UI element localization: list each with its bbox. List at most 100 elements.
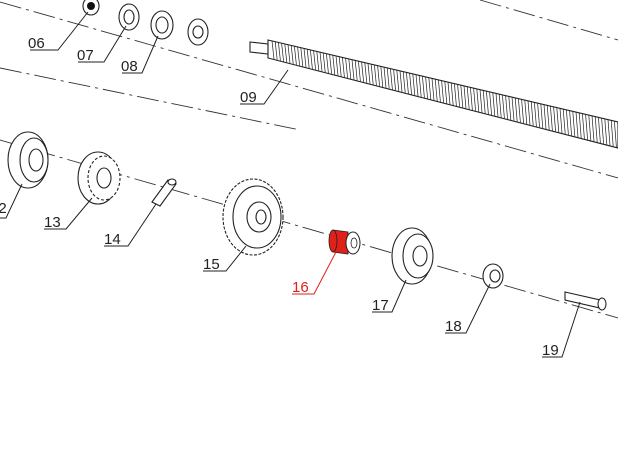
- thread-line: [322, 52, 326, 73]
- thread-line: [569, 110, 572, 136]
- thread-line: [514, 97, 518, 122]
- part-09-lead-screw[interactable]: [249, 39, 618, 149]
- thread-line: [444, 81, 448, 104]
- thread-line: [367, 63, 371, 84]
- thread-line: [377, 65, 380, 87]
- label-12: 12: [0, 200, 7, 217]
- part-07-washer[interactable]: [118, 3, 140, 31]
- leader-12: [0, 183, 23, 219]
- thread-line: [418, 75, 422, 97]
- leader-14: [104, 203, 157, 247]
- part-15-spur-gear[interactable]: [222, 178, 284, 256]
- thread-line: [604, 118, 608, 145]
- thread-line: [351, 59, 355, 80]
- thread-line: [582, 113, 585, 139]
- thread-line: [594, 116, 598, 143]
- thread-line: [284, 43, 288, 63]
- label-13: 13: [44, 214, 61, 231]
- thread-line: [578, 112, 582, 139]
- axis-top-right: [479, 0, 618, 41]
- thread-line: [412, 73, 416, 96]
- thread-line: [300, 47, 304, 67]
- thread-line: [537, 103, 540, 128]
- thread-line: [502, 94, 505, 119]
- label-08: 08: [121, 58, 138, 75]
- part-16-bushing-highlighted[interactable]: [328, 229, 361, 255]
- thread-line: [316, 51, 320, 71]
- part-18-washer[interactable]: [482, 263, 504, 289]
- label-16: 16: [292, 279, 309, 296]
- thread-line: [546, 105, 550, 130]
- thread-line: [415, 74, 419, 97]
- thread-line: [466, 86, 470, 110]
- thread-line: [358, 61, 361, 82]
- thread-line: [511, 97, 515, 121]
- part-19-bolt[interactable]: [564, 291, 607, 311]
- thread-line: [345, 58, 348, 78]
- thread-line: [386, 67, 390, 89]
- thread-line: [492, 92, 496, 116]
- thread-line: [294, 46, 297, 65]
- thread-line: [556, 107, 560, 133]
- thread-line: [482, 90, 486, 114]
- thread-line: [370, 64, 374, 85]
- thread-line: [290, 45, 294, 65]
- thread-line: [543, 104, 547, 130]
- leader-15: [203, 245, 247, 272]
- label-19: 19: [542, 342, 559, 359]
- thread-line: [393, 69, 396, 91]
- thread-line: [479, 89, 483, 113]
- thread-line: [476, 88, 480, 112]
- thread-line: [422, 76, 425, 98]
- thread-line: [614, 121, 617, 148]
- thread-line: [329, 54, 332, 74]
- label-09: 09: [240, 89, 257, 106]
- thread-line: [518, 98, 521, 123]
- part-13-gear-hub[interactable]: [77, 151, 121, 205]
- thread-line: [498, 94, 502, 118]
- thread-line: [540, 103, 544, 129]
- thread-line: [383, 67, 387, 88]
- thread-line: [486, 91, 489, 115]
- thread-line: [278, 42, 281, 61]
- leader-09: [240, 69, 289, 105]
- part-washer-spare[interactable]: [187, 18, 209, 46]
- thread-line: [438, 79, 441, 102]
- leader-06: [30, 11, 89, 51]
- thread-line: [434, 79, 438, 102]
- thread-line: [313, 50, 316, 70]
- leader-19: [542, 301, 581, 358]
- thread-line: [428, 77, 432, 100]
- label-18: 18: [445, 318, 462, 335]
- thread-line: [530, 101, 534, 126]
- thread-line: [348, 58, 352, 79]
- thread-line: [550, 106, 553, 131]
- thread-line: [431, 78, 435, 101]
- leader-16: [292, 251, 337, 295]
- thread-line: [274, 41, 278, 60]
- thread-line: [342, 57, 345, 78]
- thread-line: [559, 108, 563, 134]
- thread-line: [460, 85, 464, 108]
- thread-line: [402, 71, 406, 93]
- part-14-pin[interactable]: [151, 178, 177, 207]
- part-06-washer[interactable]: [82, 0, 100, 16]
- thread-line: [553, 106, 556, 132]
- thread-line: [406, 72, 409, 94]
- thread-line: [508, 96, 512, 120]
- part-08-washer[interactable]: [150, 10, 174, 40]
- thread-line: [585, 114, 588, 140]
- thread-line: [354, 60, 358, 81]
- thread-line: [521, 99, 524, 124]
- thread-line: [287, 44, 291, 64]
- part-12-bearing[interactable]: [7, 131, 49, 189]
- part-17-bearing[interactable]: [391, 227, 434, 285]
- thread-line: [524, 100, 528, 125]
- thread-line: [505, 95, 508, 120]
- thread-line: [588, 115, 592, 141]
- thread-line: [454, 83, 457, 106]
- thread-line: [335, 55, 339, 76]
- thread-line: [310, 49, 313, 69]
- thread-line: [473, 88, 476, 111]
